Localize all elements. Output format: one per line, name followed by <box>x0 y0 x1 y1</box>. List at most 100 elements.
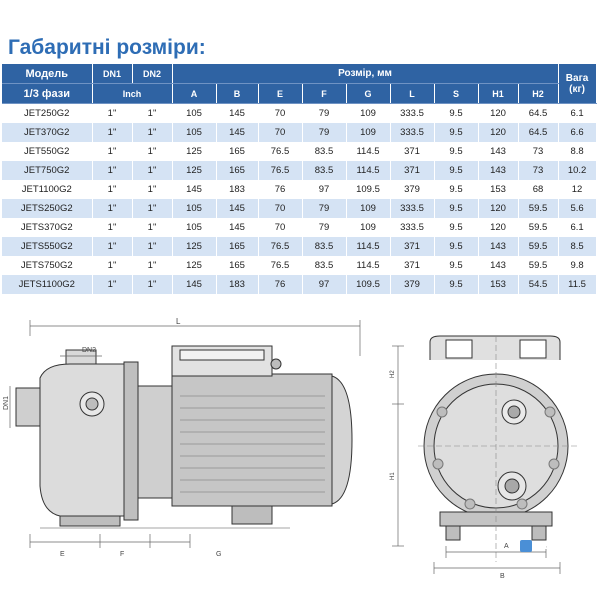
table-cell: 1" <box>132 237 173 256</box>
header-weight: Вага (кг) <box>558 64 597 104</box>
table-cell: 12 <box>558 180 597 199</box>
table-cell: 83.5 <box>302 237 347 256</box>
table-cell: 1" <box>92 161 133 180</box>
table-cell: 73 <box>518 142 559 161</box>
table-cell: 120 <box>478 103 519 123</box>
table-cell: 114.5 <box>346 142 391 161</box>
table-cell: 105 <box>172 103 217 123</box>
table-cell: 183 <box>216 275 259 294</box>
table-cell: 59.5 <box>518 256 559 275</box>
table-cell: 1" <box>92 199 133 218</box>
table-cell: 145 <box>172 180 217 199</box>
table-cell: 6.6 <box>558 123 597 142</box>
table-cell: 109 <box>346 199 391 218</box>
page-title: Габаритні розміри: <box>8 36 206 59</box>
table-cell: 379 <box>390 275 435 294</box>
table-cell: 9.5 <box>434 218 479 237</box>
table-cell: 165 <box>216 161 259 180</box>
table-cell: 70 <box>258 123 303 142</box>
table-cell: 145 <box>216 218 259 237</box>
table-cell: 9.5 <box>434 161 479 180</box>
header-dim-b: B <box>216 83 259 104</box>
table-cell: 9.5 <box>434 237 479 256</box>
model-cell: JETS250G2 <box>2 199 93 218</box>
table-cell: 120 <box>478 199 519 218</box>
table-cell: 68 <box>518 180 559 199</box>
table-cell: 97 <box>302 180 347 199</box>
table-cell: 333.5 <box>390 103 435 123</box>
table-cell: 76.5 <box>258 161 303 180</box>
table-cell: 371 <box>390 142 435 161</box>
model-cell: JET250G2 <box>2 103 93 123</box>
table-cell: 120 <box>478 123 519 142</box>
table-cell: 70 <box>258 103 303 123</box>
table-cell: 1" <box>132 218 173 237</box>
table-cell: 153 <box>478 275 519 294</box>
table-cell: 6.1 <box>558 218 597 237</box>
header-weight-line2: (кг) <box>569 83 585 95</box>
table-cell: 1" <box>132 123 173 142</box>
table-cell: 1" <box>132 103 173 123</box>
logo-text: BENKON <box>535 538 588 552</box>
header-dim-s: S <box>434 83 479 104</box>
header-dn1: DN1 <box>92 64 133 84</box>
table-cell: 1" <box>92 123 133 142</box>
model-cell: JETS750G2 <box>2 256 93 275</box>
table-cell: 73 <box>518 161 559 180</box>
header-dim-h1: H1 <box>478 83 519 104</box>
table-cell: 8.8 <box>558 142 597 161</box>
table-cell: 143 <box>478 142 519 161</box>
label-A: A <box>504 543 509 550</box>
model-cell: JET550G2 <box>2 142 93 161</box>
table-cell: 9.5 <box>434 199 479 218</box>
label-G: G <box>216 551 221 558</box>
table-cell: 79 <box>302 103 347 123</box>
table-cell: 70 <box>258 199 303 218</box>
label-E: E <box>60 551 65 558</box>
table-cell: 76.5 <box>258 256 303 275</box>
header-phase: 1/3 фази <box>2 83 93 104</box>
label-B: B <box>500 573 505 580</box>
table-cell: 105 <box>172 199 217 218</box>
label-F: F <box>120 551 124 558</box>
table-cell: 379 <box>390 180 435 199</box>
header-dim-l: L <box>390 83 435 104</box>
table-cell: 125 <box>172 142 217 161</box>
table-cell: 114.5 <box>346 256 391 275</box>
table-cell: 1" <box>92 256 133 275</box>
table-cell: 76 <box>258 180 303 199</box>
table-cell: 145 <box>216 103 259 123</box>
table-cell: 9.8 <box>558 256 597 275</box>
table-cell: 109 <box>346 103 391 123</box>
table-cell: 105 <box>172 218 217 237</box>
table-cell: 59.5 <box>518 218 559 237</box>
table-cell: 76.5 <box>258 142 303 161</box>
table-cell: 9.5 <box>434 275 479 294</box>
pump-side-view <box>9 320 361 548</box>
table-cell: 64.5 <box>518 123 559 142</box>
table-cell: 114.5 <box>346 237 391 256</box>
table-cell: 153 <box>478 180 519 199</box>
header-sizes: Розмір, мм <box>172 64 559 84</box>
header-dim-e: E <box>258 83 303 104</box>
header-dim-f: F <box>302 83 347 104</box>
table-cell: 64.5 <box>518 103 559 123</box>
table-cell: 183 <box>216 180 259 199</box>
table-cell: 76.5 <box>258 237 303 256</box>
model-cell: JETS550G2 <box>2 237 93 256</box>
table-cell: 5.6 <box>558 199 597 218</box>
table-cell: 109.5 <box>346 180 391 199</box>
table-cell: 371 <box>390 237 435 256</box>
table-cell: 371 <box>390 161 435 180</box>
pump-front-view <box>392 335 580 574</box>
dimensions-table: Модель DN1 DN2 Розмір, мм Вага (кг) 1/3 … <box>2 64 597 294</box>
table-cell: 333.5 <box>390 218 435 237</box>
table-cell: 333.5 <box>390 123 435 142</box>
